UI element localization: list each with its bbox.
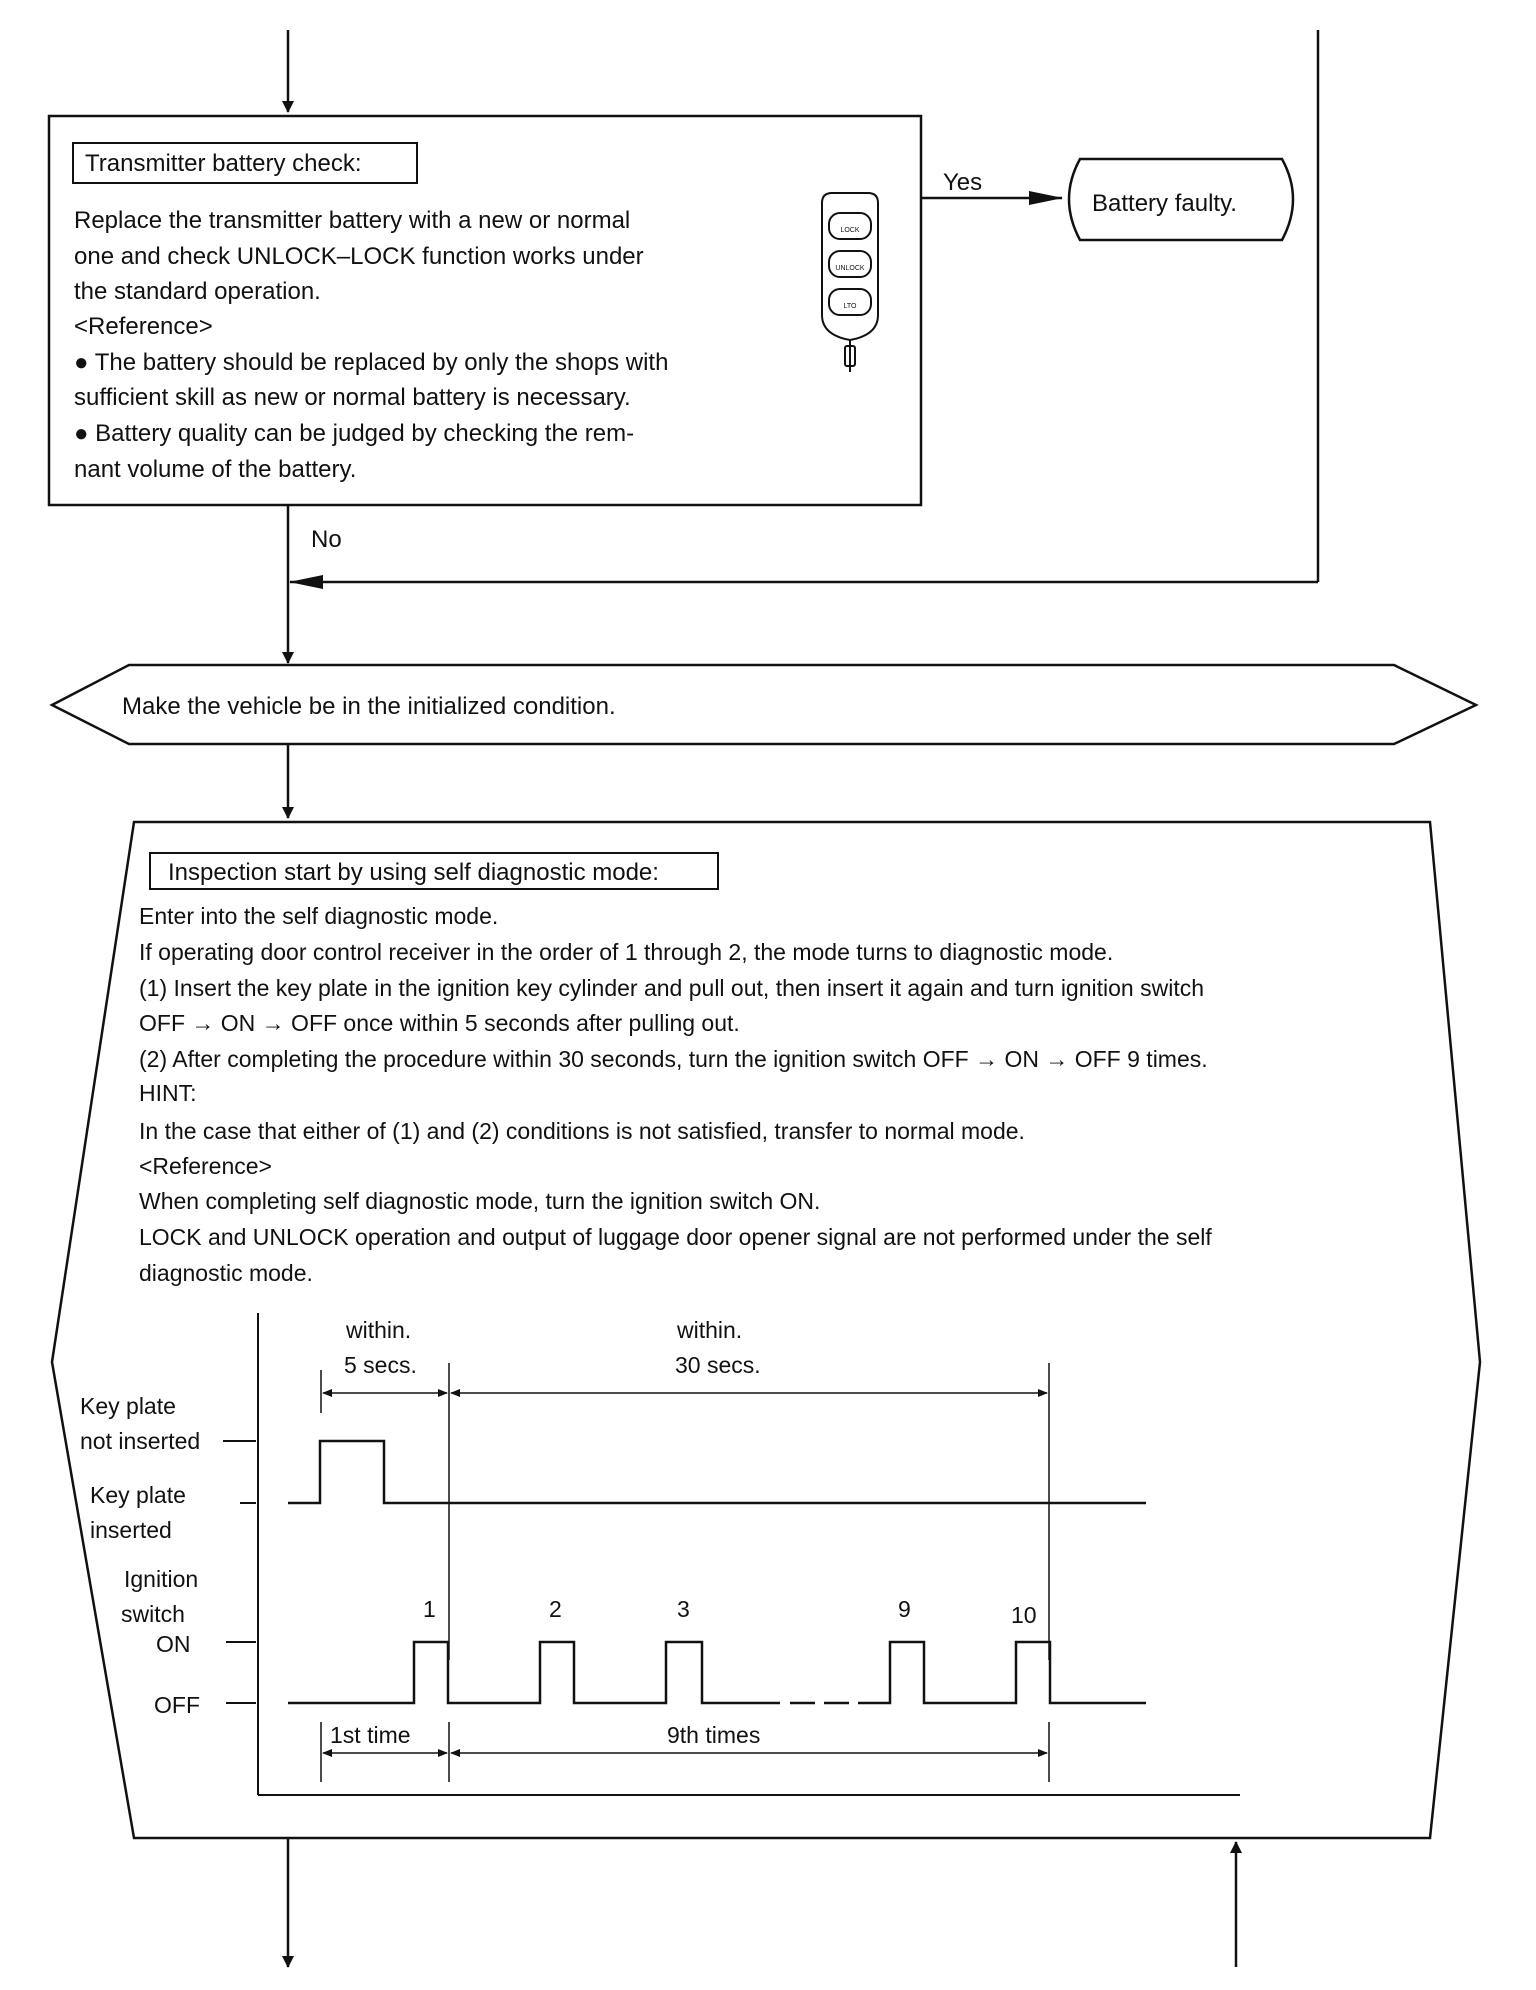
ignition-switch-label: switch xyxy=(121,1601,185,1627)
key-not-inserted-label: Key plate xyxy=(80,1393,176,1419)
unlock-button-icon xyxy=(828,250,872,278)
battery-check-line: ● The battery should be replaced by only… xyxy=(74,349,668,376)
yes-label: Yes xyxy=(943,169,982,196)
battery-check-heading-box xyxy=(72,142,418,184)
inspection-line: (2) After completing the procedure withi… xyxy=(139,1046,1208,1072)
inspection-heading: Inspection start by using self diagnosti… xyxy=(168,859,659,886)
within-30-line2: 30 secs. xyxy=(675,1352,761,1378)
pulse-number: 9 xyxy=(898,1596,911,1622)
within-5-line2: 5 secs. xyxy=(344,1352,417,1378)
no-label: No xyxy=(311,526,342,553)
battery-check-line: nant volume of the battery. xyxy=(74,456,356,483)
inspection-line: Enter into the self diagnostic mode. xyxy=(139,903,498,929)
battery-check-line: ● Battery quality can be judged by check… xyxy=(74,420,634,447)
inspection-line: <Reference> xyxy=(139,1153,272,1179)
inspection-box xyxy=(50,820,1482,1840)
fob-unlock-text: UNLOCK xyxy=(835,265,865,272)
ninth-times-label: 9th times xyxy=(667,1722,760,1748)
pulse-number: 10 xyxy=(1011,1602,1037,1628)
trunk-button-icon xyxy=(828,288,872,316)
within-30-line1: within. xyxy=(676,1317,742,1343)
battery-check-box xyxy=(47,114,923,507)
inspection-line: LOCK and UNLOCK operation and output of … xyxy=(139,1224,1212,1250)
battery-check-line: the standard operation. xyxy=(74,278,321,305)
pulse-number: 3 xyxy=(677,1596,690,1622)
inspection-heading-box xyxy=(149,852,719,890)
inspection-line: (1) Insert the key plate in the ignition… xyxy=(139,975,1204,1001)
ignition-switch-label: Ignition xyxy=(124,1566,198,1592)
within-5-line1: within. xyxy=(345,1317,411,1343)
init-hexagon xyxy=(49,663,1479,746)
key-not-inserted-label: not inserted xyxy=(80,1428,200,1454)
inspection-line: OFF → ON → OFF once within 5 seconds aft… xyxy=(139,1010,740,1036)
timing-diagram xyxy=(223,1313,1240,1796)
on-label: ON xyxy=(156,1631,191,1657)
fob-trunk-text: LTO xyxy=(844,303,858,310)
lock-button-icon xyxy=(828,212,872,240)
key-fob-icon xyxy=(821,192,879,372)
battery-check-heading: Transmitter battery check: xyxy=(85,150,362,177)
battery-check-line: Replace the transmitter battery with a n… xyxy=(74,207,630,234)
inspection-line: In the case that either of (1) and (2) c… xyxy=(139,1118,1025,1144)
battery-check-line: <Reference> xyxy=(74,313,213,340)
inspection-line: If operating door control receiver in th… xyxy=(139,939,1113,965)
pulse-number: 2 xyxy=(549,1596,562,1622)
first-time-label: 1st time xyxy=(330,1722,411,1748)
battery-faulty-terminal xyxy=(1067,157,1295,242)
battery-faulty-label: Battery faulty. xyxy=(1092,190,1237,217)
inspection-line: When completing self diagnostic mode, tu… xyxy=(139,1188,820,1214)
inspection-line: HINT: xyxy=(139,1080,197,1106)
pulse-number: 1 xyxy=(423,1596,436,1622)
battery-check-line: sufficient skill as new or normal batter… xyxy=(74,384,631,411)
key-inserted-label: Key plate xyxy=(90,1482,186,1508)
battery-check-line: one and check UNLOCK–LOCK function works… xyxy=(74,243,644,270)
key-inserted-label: inserted xyxy=(90,1517,172,1543)
init-step-label: Make the vehicle be in the initialized c… xyxy=(122,693,616,720)
inspection-line: diagnostic mode. xyxy=(139,1260,313,1286)
fob-lock-text: LOCK xyxy=(840,227,859,234)
off-label: OFF xyxy=(154,1692,200,1718)
